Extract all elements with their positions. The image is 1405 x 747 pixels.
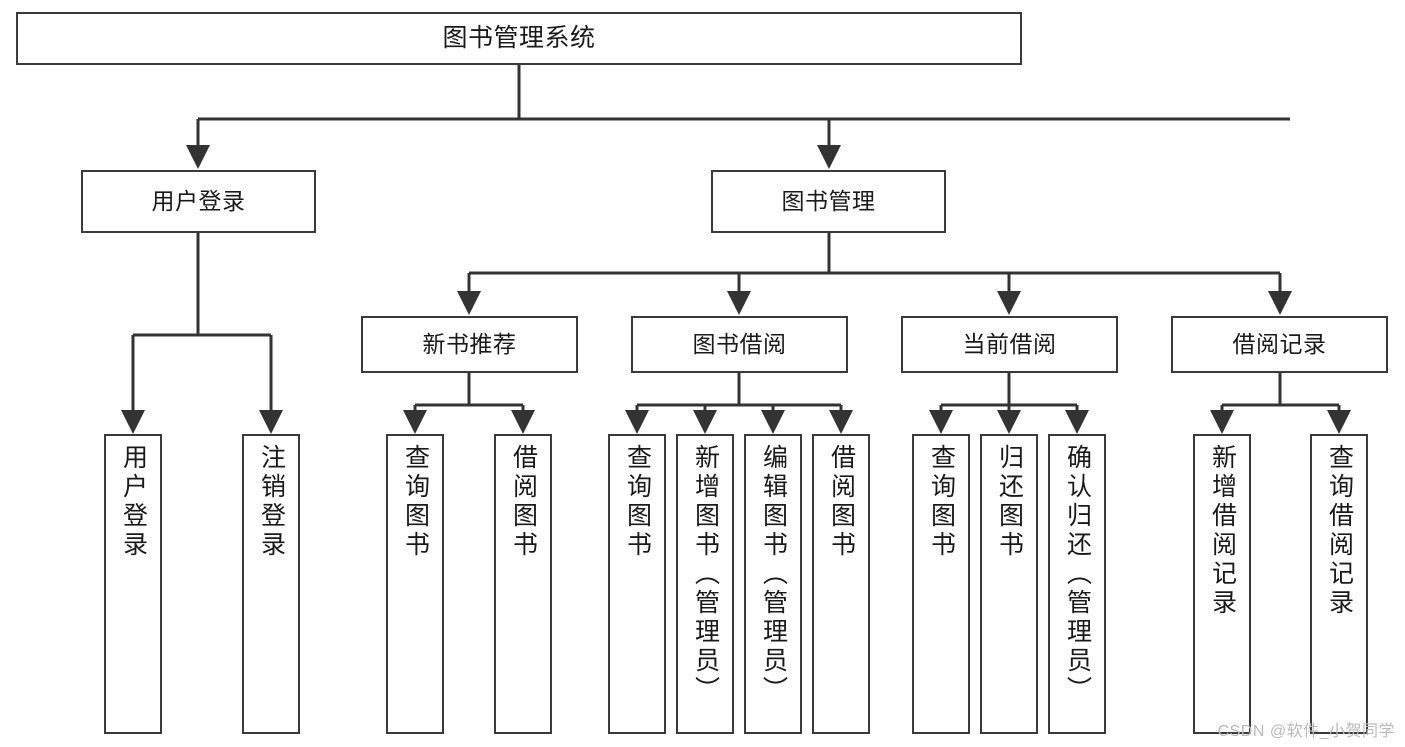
node-label: 新增借阅记录 [1208,444,1237,618]
node-label: 查询图书 [623,444,652,560]
leaf-query-record[interactable]: 查询借阅记录 [1310,434,1368,734]
leaf-user-login[interactable]: 用户登录 [104,434,162,734]
node-label: 图书借阅 [692,330,787,357]
node-label: 用户登录 [119,444,148,560]
node-label: 借阅图书 [827,444,856,560]
leaf-query-book-3[interactable]: 查询图书 [912,434,970,734]
node-label: 图书管理系统 [442,23,596,52]
node-label: 注销登录 [257,444,286,560]
node-label: 确认归还（管理员） [1063,444,1092,705]
node-label: 查询图书 [401,444,430,560]
leaf-borrow-book-1[interactable]: 借阅图书 [494,434,552,734]
leaf-borrow-book-2[interactable]: 借阅图书 [812,434,870,734]
node-label: 借阅图书 [509,444,538,560]
node-label: 归还图书 [995,444,1024,560]
leaf-query-book-2[interactable]: 查询图书 [608,434,666,734]
node-label: 新增图书（管理员） [691,444,720,705]
leaf-edit-book[interactable]: 编辑图书（管理员） [744,434,802,734]
node-root-system[interactable]: 图书管理系统 [16,12,1022,65]
node-new-book-rec[interactable]: 新书推荐 [361,316,578,373]
node-label: 借阅记录 [1232,330,1327,357]
node-label: 当前借阅 [962,330,1057,357]
node-book-manage[interactable]: 图书管理 [711,170,946,233]
leaf-add-record[interactable]: 新增借阅记录 [1193,434,1251,734]
leaf-query-book-1[interactable]: 查询图书 [386,434,444,734]
node-label: 编辑图书（管理员） [759,444,788,705]
node-label: 新书推荐 [422,330,517,357]
node-borrow-record[interactable]: 借阅记录 [1171,316,1388,373]
node-label: 查询图书 [927,444,956,560]
node-label: 查询借阅记录 [1325,444,1354,618]
node-user-login[interactable]: 用户登录 [81,170,316,233]
node-label: 图书管理 [781,187,876,214]
leaf-return-book[interactable]: 归还图书 [980,434,1038,734]
leaf-add-book[interactable]: 新增图书（管理员） [676,434,734,734]
leaf-user-logout[interactable]: 注销登录 [242,434,300,734]
watermark-csdn: CSDN @软件_小贺同学 [1217,723,1395,740]
leaf-confirm-return[interactable]: 确认归还（管理员） [1048,434,1106,734]
node-current-borrow[interactable]: 当前借阅 [901,316,1118,373]
node-book-borrow[interactable]: 图书借阅 [631,316,848,373]
node-label: 用户登录 [151,187,246,214]
